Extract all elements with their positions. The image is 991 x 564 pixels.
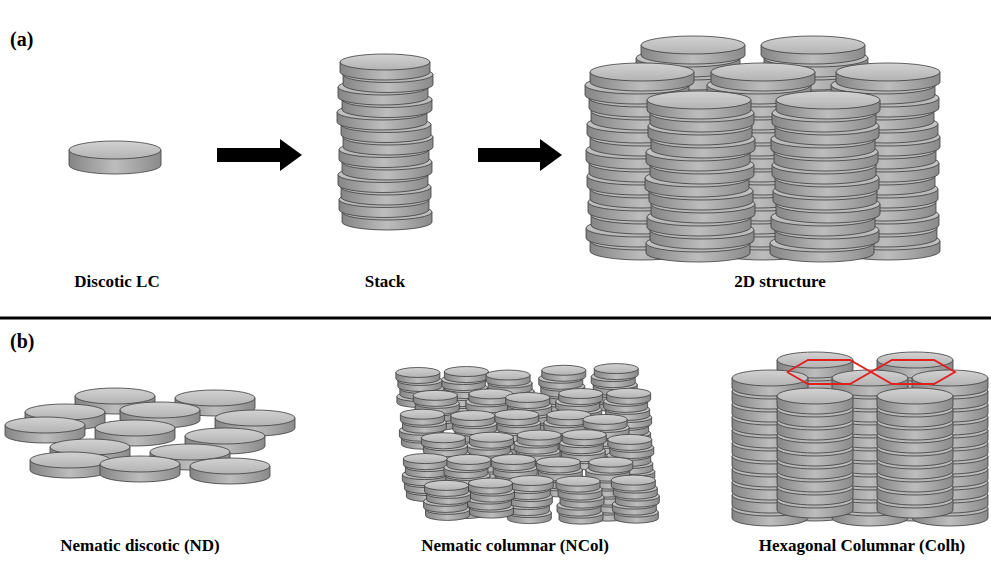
disc-top [556,476,600,486]
disc-top [836,63,940,81]
disc-top [542,365,586,375]
arrow [217,139,302,171]
disc-top [396,367,440,377]
disc-top [95,420,175,436]
disc-top [711,63,815,81]
disc-top [776,91,880,109]
disc-top [611,475,655,485]
panel-label: (a) [10,28,33,51]
disc-top [607,388,651,398]
disc-top [491,455,535,465]
caption-label: Nematic columnar (NCol) [421,536,609,556]
disc-top [120,402,200,418]
disc-top [340,54,430,70]
hexagon-outline [871,360,955,384]
caption-label: Discotic LC [74,272,159,292]
caption-label: Nematic discotic (ND) [60,536,220,556]
disc-top [641,36,745,54]
disc-top [517,430,561,440]
disc-top [583,414,627,424]
divider-line [0,317,991,320]
disc-top [190,458,270,474]
disc-top [444,367,488,377]
disc-top [400,409,444,419]
disc-top [69,141,161,159]
caption-label: Hexagonal Columnar (Colh) [759,536,966,556]
disc-top [777,388,853,404]
caption-label: Stack [365,272,406,292]
disc-top [413,390,457,400]
disc-top [495,410,539,420]
disc-top [877,388,953,404]
disc-top [425,480,469,490]
disc-top [589,457,633,467]
disc-top [509,476,553,486]
disc-top [559,389,603,399]
disc-top [506,393,550,403]
disc-top [590,63,694,81]
disc-top [761,36,865,54]
disc-top [30,452,110,468]
disc-top [608,434,652,444]
disc-top [486,370,530,380]
disc-top [5,417,85,433]
disc-drawing [5,36,988,526]
arrow [478,139,562,171]
disc-top [100,456,180,472]
panel-label: (b) [10,330,34,353]
disc-top [185,428,265,444]
disc-top [468,478,512,488]
caption-label: 2D structure [734,272,826,292]
hexagon-outline [787,360,955,384]
disc-top [594,364,638,374]
disc-top [215,410,295,426]
disc-top [175,390,255,406]
disc-top [403,454,447,464]
disc-top [447,455,491,465]
disc-top [421,433,465,443]
disc-top [536,457,580,467]
hexagon-outline [787,360,871,384]
disc-top [451,411,495,421]
disc-top [562,430,606,440]
disc-top [647,91,751,109]
disc-top [75,388,155,404]
disc-top [469,432,513,442]
